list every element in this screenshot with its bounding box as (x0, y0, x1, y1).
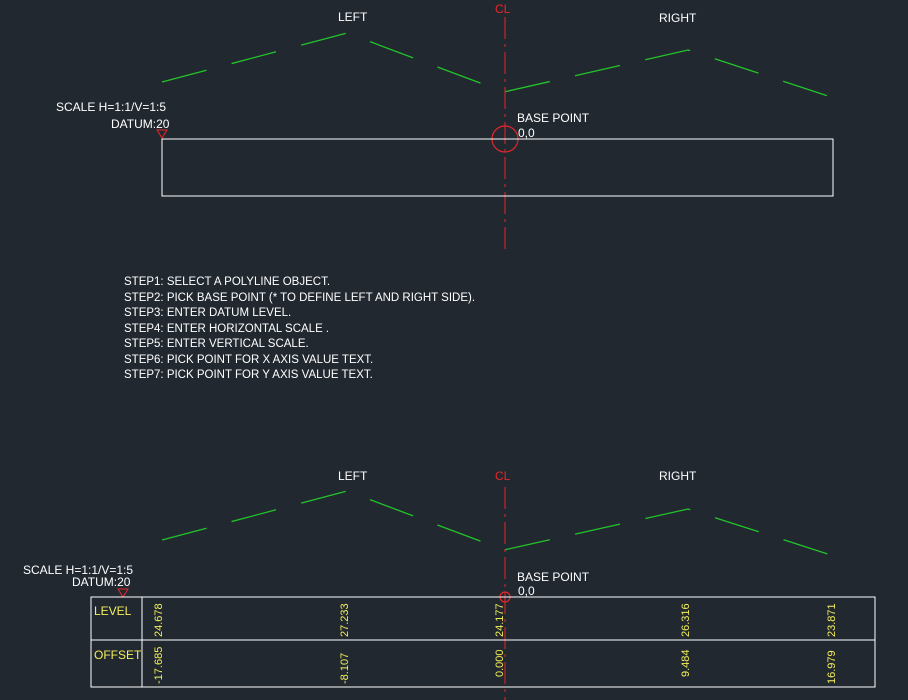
step-4-text: STEP4: ENTER HORIZONTAL SCALE . (124, 323, 329, 335)
top-base-point-label: BASE POINT (517, 111, 590, 125)
bottom-base-point-coords: 0,0 (518, 584, 535, 598)
top-left-label: LEFT (338, 10, 368, 24)
level-value: 27.233 (339, 603, 351, 637)
bottom-scale-label: SCALE H=1:1/V=1:5 (23, 563, 133, 577)
profile-value-table (90, 596, 876, 688)
bottom-cl-label: CL (495, 469, 511, 483)
level-value: 24.678 (153, 603, 165, 637)
top-base-point-coords: 0,0 (518, 126, 535, 140)
top-datum-marker-icon (156, 129, 168, 139)
offset-row-label: OFFSET (94, 648, 142, 662)
level-row-label: LEVEL (94, 604, 132, 618)
bottom-left-label: LEFT (338, 469, 368, 483)
instruction-steps: STEP1: SELECT A POLYLINE OBJECT. STEP2: … (124, 276, 475, 381)
step-2-text: STEP2: PICK BASE POINT (* TO DEFINE LEFT… (124, 292, 475, 304)
bottom-datum-label: DATUM:20 (72, 575, 131, 589)
offset-value: 0.000 (494, 649, 506, 677)
bottom-datum-marker-icon (117, 588, 129, 598)
top-ground-profile-line[interactable] (161, 32, 835, 99)
offset-value: 9.484 (680, 649, 692, 677)
top-scale-label: SCALE H=1:1/V=1:5 (56, 100, 166, 114)
offset-value: -8.107 (339, 653, 351, 684)
level-value: 23.871 (826, 603, 838, 637)
bottom-base-point-label: BASE POINT (517, 570, 590, 584)
bottom-right-label: RIGHT (659, 469, 697, 483)
level-value: 26.316 (680, 603, 692, 637)
bottom-ground-profile-line[interactable] (161, 490, 835, 557)
level-value: 24.177 (494, 603, 506, 637)
step-3-text: STEP3: ENTER DATUM LEVEL. (124, 307, 291, 319)
top-cl-label: CL (495, 2, 511, 16)
top-profile-view: LEFT RIGHT CL SCALE H=1:1/V=1:5 DATUM:20… (56, 2, 835, 252)
bottom-profile-view: LEFT RIGHT CL SCALE H=1:1/V=1:5 DATUM:20… (23, 469, 876, 700)
step-5-text: STEP5: ENTER VERTICAL SCALE. (124, 338, 309, 350)
table-outer-border (90, 596, 876, 688)
offset-value: 16.979 (826, 650, 838, 684)
step-6-text: STEP6: PICK POINT FOR X AXIS VALUE TEXT. (124, 354, 373, 366)
step-7-text: STEP7: PICK POINT FOR Y AXIS VALUE TEXT. (124, 369, 373, 381)
top-datum-label: DATUM:20 (111, 117, 170, 131)
top-profile-frame (161, 138, 834, 197)
step-1-text: STEP1: SELECT A POLYLINE OBJECT. (124, 276, 330, 288)
offset-value: -17.685 (153, 647, 165, 684)
top-right-label: RIGHT (659, 11, 697, 25)
